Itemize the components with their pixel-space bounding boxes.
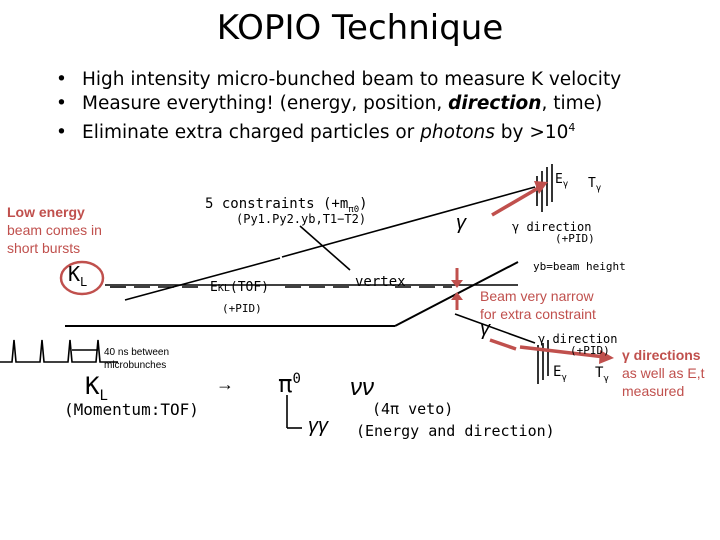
- bullet-1: •High intensity micro-bunched beam to me…: [56, 69, 622, 90]
- gamma-line-upper-2: [124, 257, 281, 301]
- gamma-line-upper: [281, 186, 536, 258]
- gamma-lower-label: γ: [480, 318, 490, 340]
- t-gamma-upper-text: T: [588, 176, 596, 191]
- ekl-label: EKL(TOF): [210, 280, 269, 295]
- bullet-2-text: Measure everything! (energy, position,: [82, 93, 449, 114]
- beam-narrow-arrowhead-up: [451, 292, 463, 300]
- bullet-3: •Eliminate extra charged particles or ph…: [56, 121, 576, 144]
- e-gamma-upper-text: E: [555, 172, 563, 187]
- bullet-1-text: High intensity micro-bunched beam to mea…: [82, 69, 622, 90]
- bullet-2-bold: direction: [448, 93, 542, 114]
- nunu-label: νν: [350, 374, 374, 401]
- beam-narrow-line-2: for extra constraint: [480, 306, 596, 322]
- pi0-text: π: [278, 370, 293, 398]
- low-energy-label: Low energy: [7, 204, 85, 220]
- t-gamma-upper-sub: γ: [595, 183, 602, 194]
- constraints-vars: (Py1.Py2.yb,T1−T2): [236, 212, 367, 226]
- gamma-dir-arrow-lower: [519, 345, 606, 359]
- microbunch-note: 40 ns between microbunches: [104, 346, 169, 372]
- microbunch-line-2: microbunches: [104, 360, 167, 371]
- pid-lower: (+PID): [570, 344, 610, 357]
- constraints-arrow: [299, 225, 351, 271]
- momentum-label: (Momentum:TOF): [64, 400, 199, 419]
- bullet-list: •High intensity micro-bunched beam to me…: [56, 68, 621, 145]
- bullet-3-italic: photons: [420, 122, 495, 144]
- energy-direction-label: (Energy and direction): [356, 422, 555, 440]
- bullet-2: •Measure everything! (energy, position, …: [56, 93, 603, 114]
- kl-sub: L: [80, 275, 88, 289]
- kl-bottom-label: KL: [85, 372, 108, 404]
- e-gamma-upper: Eγ: [555, 172, 568, 190]
- constraints-text: 5 constraints (+m: [205, 196, 349, 212]
- gamma-directions-note: γ directions as well as E,t measured: [622, 346, 704, 400]
- constraints-sub: π0: [348, 204, 360, 215]
- ekl-text: E: [210, 280, 218, 295]
- kl-bottom-text: K: [85, 372, 100, 400]
- beam-narrow-note: Beam very narrow for extra constraint: [480, 287, 596, 323]
- pi0-sup: 0: [292, 371, 301, 387]
- e-gamma-upper-sub: γ: [562, 179, 569, 190]
- t-gamma-lower: Tγ: [595, 365, 609, 384]
- e-gamma-lower-text: E: [553, 364, 562, 380]
- beam-narrow-pointer: [489, 338, 517, 351]
- gamma-dir-arrow-upper: [491, 185, 541, 217]
- microbunch-line-1: 40 ns between: [104, 347, 170, 358]
- beam-narrow-line-1: Beam very narrow: [480, 288, 594, 304]
- pi0-label: π0: [278, 370, 301, 398]
- gamma-directions-line-2: measured: [622, 383, 685, 399]
- t-gamma-lower-sub: γ: [603, 373, 609, 384]
- gamma-upper-label: γ: [456, 212, 466, 234]
- gamma-directions-line-1: as well as E,t: [622, 365, 705, 381]
- microbunch-pulse-train: [0, 339, 118, 363]
- constraints-end: ): [359, 196, 368, 212]
- gg-label: γγ: [308, 415, 328, 437]
- bullet-3-text: Eliminate extra charged particles or: [82, 122, 421, 144]
- ekl-sub: KL: [217, 283, 230, 294]
- t-gamma-lower-text: T: [595, 365, 604, 381]
- vertex-label: vertex: [355, 274, 406, 290]
- e-gamma-lower: Eγ: [553, 364, 567, 383]
- veto-label: (4π veto): [372, 400, 454, 418]
- kl-label: KL: [68, 262, 87, 289]
- ekl-tof: (TOF): [229, 280, 270, 295]
- gamma-direction-lower: γ direction: [538, 332, 618, 346]
- beam-narrow-arrowhead-down: [451, 280, 463, 288]
- page-title: KOPIO Technique: [216, 8, 504, 48]
- decay-arrow: →: [216, 374, 234, 394]
- gamma-directions-label: γ directions: [622, 347, 701, 363]
- beam-height-label: yb=beam height: [533, 260, 626, 273]
- e-gamma-lower-sub: γ: [561, 372, 567, 383]
- constraints-label: 5 constraints (+mπ0): [205, 196, 368, 215]
- low-energy-note: Low energy beam comes in short bursts: [7, 203, 102, 257]
- kl-text: K: [68, 262, 81, 286]
- kl-bottom-sub: L: [99, 387, 108, 404]
- gamma-direction-upper: γ direction: [512, 220, 592, 234]
- kl-highlight-circle: [59, 260, 105, 296]
- ekl-pid: (+PID): [222, 302, 262, 315]
- bullet-3-end: by >10: [494, 122, 569, 144]
- gamma-dir-arrowhead-upper: [534, 181, 548, 194]
- bullet-3-sup: 4: [568, 121, 576, 134]
- pid-upper: (+PID): [555, 232, 595, 245]
- gamma-line-lower: [454, 313, 536, 344]
- t-gamma-upper: Tγ: [588, 176, 601, 194]
- low-energy-line-2: short bursts: [7, 240, 81, 256]
- low-energy-line-1: beam comes in: [7, 222, 102, 238]
- bullet-2-end: , time): [541, 93, 603, 114]
- gamma-dir-arrowhead-lower: [599, 350, 614, 364]
